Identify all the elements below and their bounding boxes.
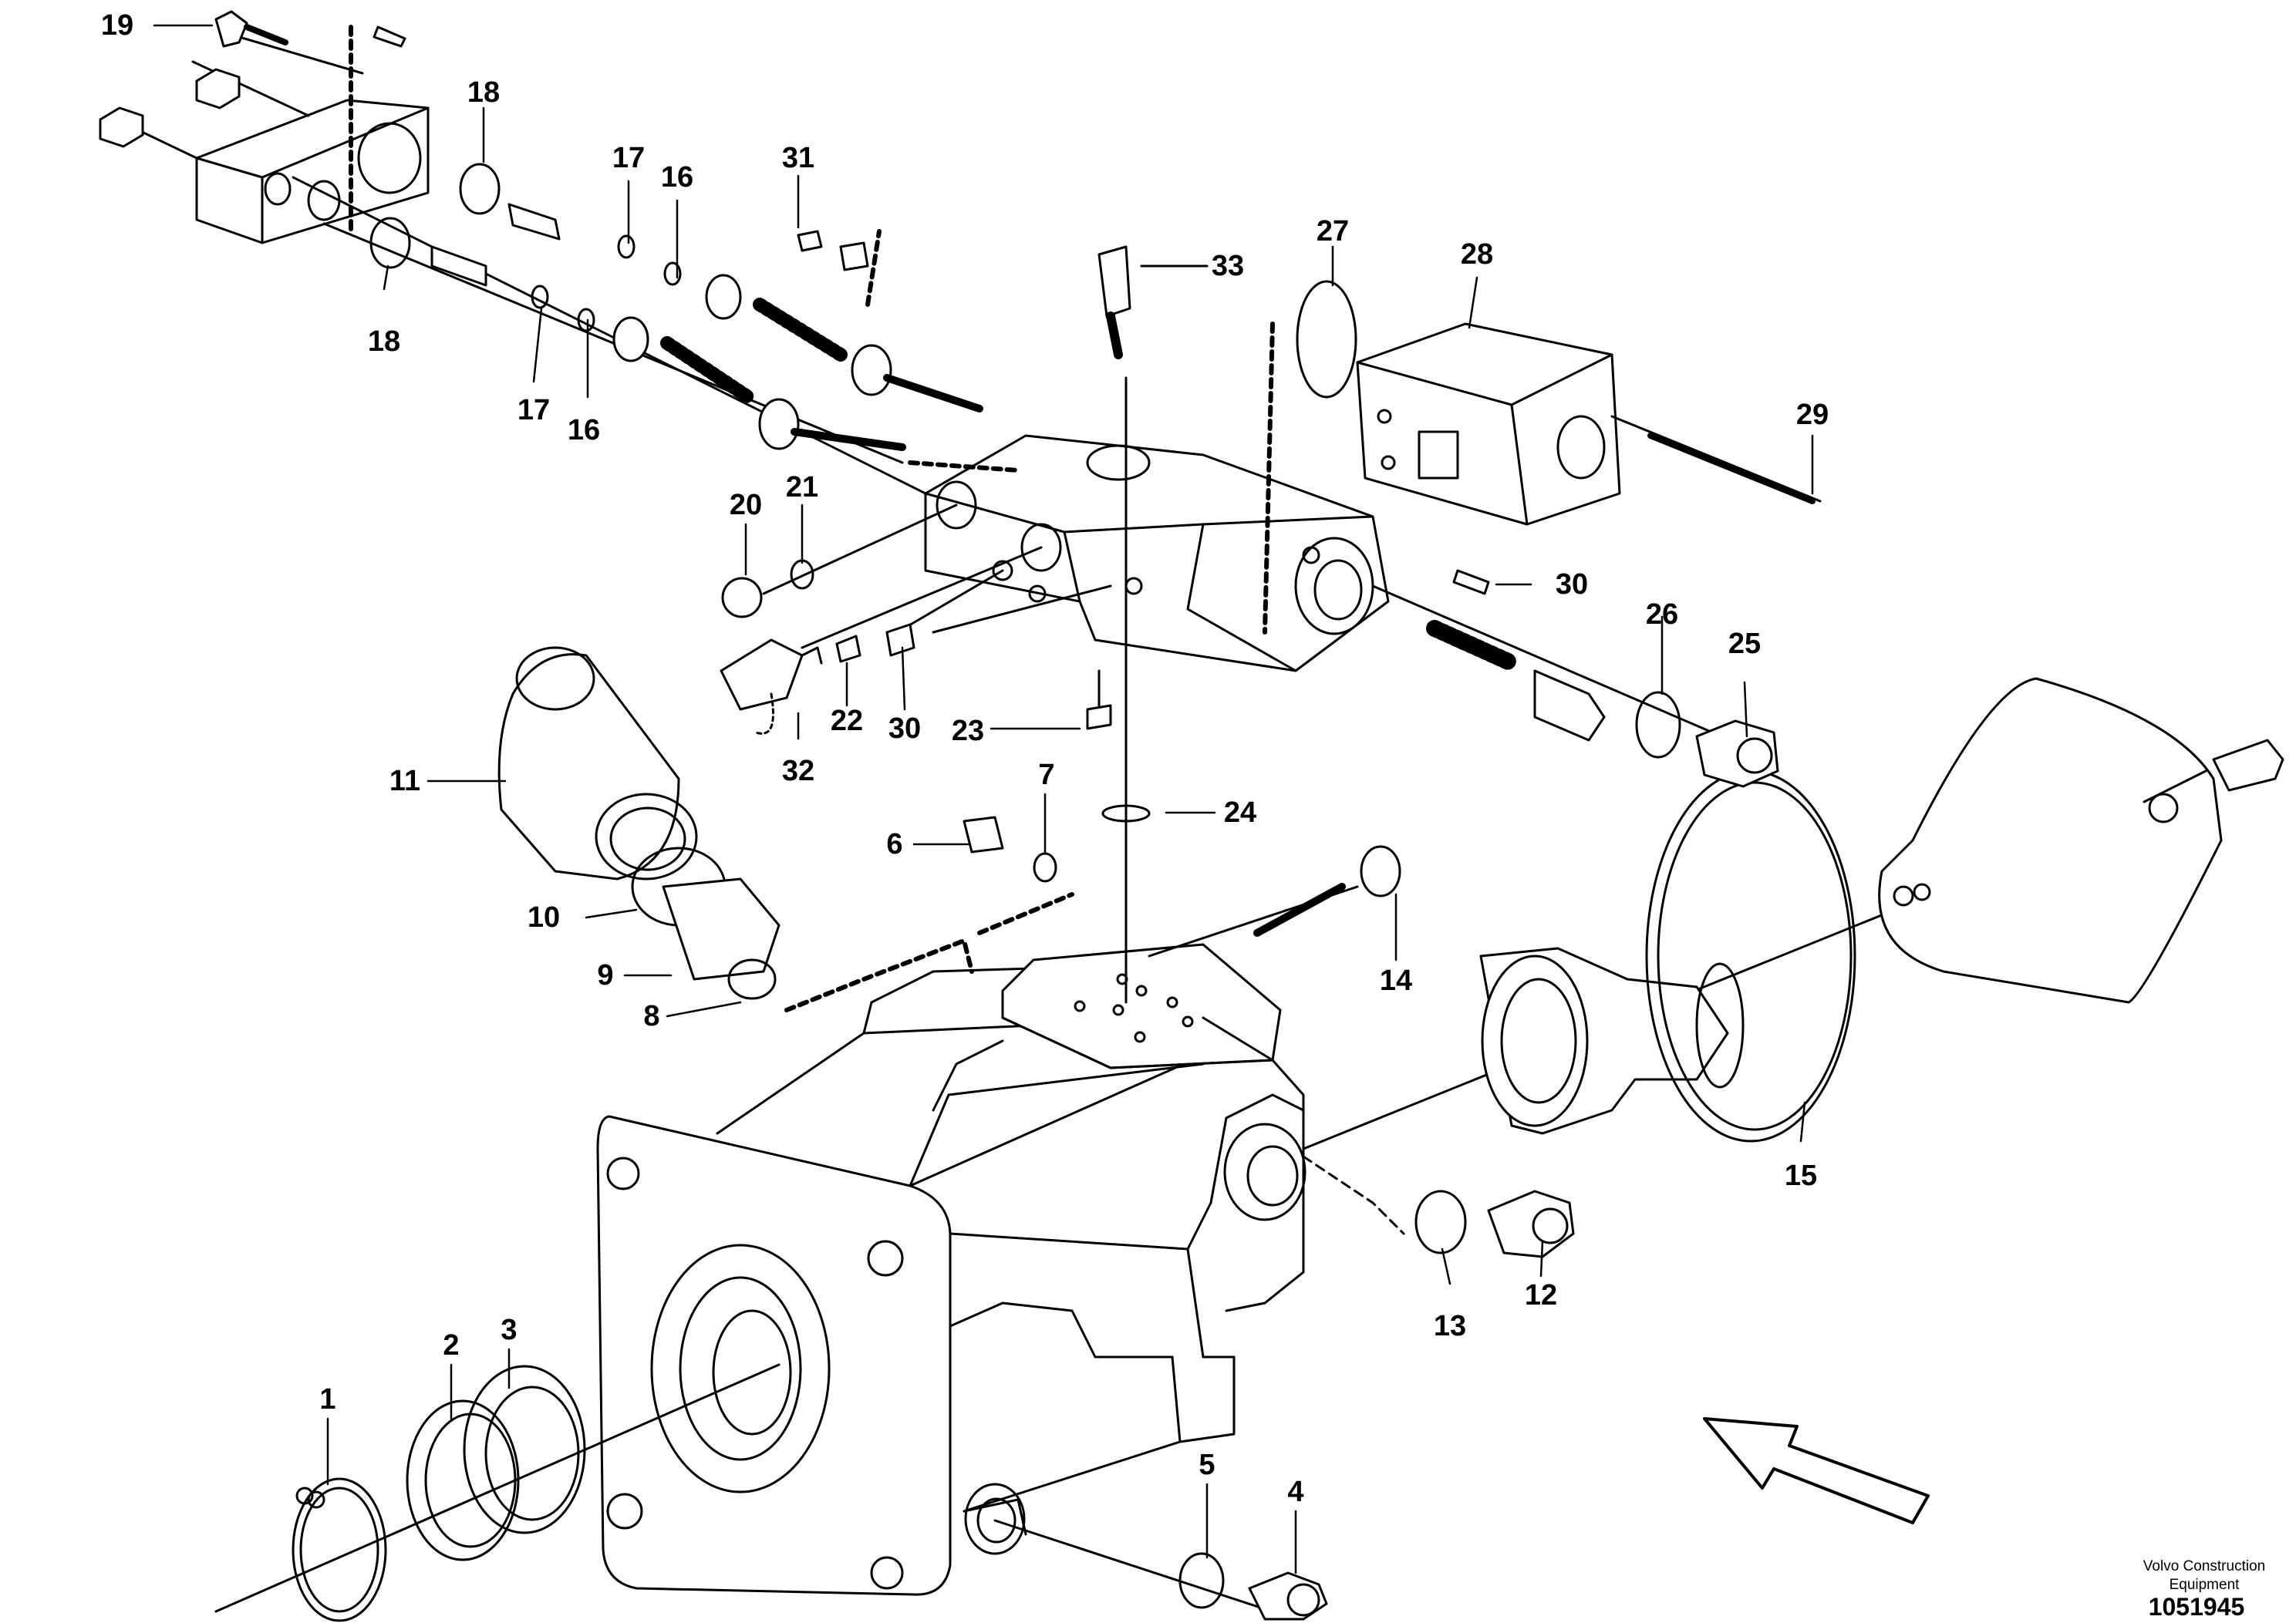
- callout-14: 14: [1379, 965, 1413, 997]
- callout-6: 6: [886, 828, 903, 860]
- callout-33: 33: [1211, 250, 1245, 282]
- callout-16-top: 16: [660, 161, 694, 194]
- callout-13: 13: [1433, 1310, 1467, 1342]
- callout-30-left: 30: [888, 712, 922, 745]
- screw-33: [1097, 245, 1209, 359]
- screw-14: [1148, 845, 1401, 958]
- callout-18-top: 18: [467, 76, 501, 109]
- valve-spools: [292, 163, 1020, 495]
- control-valve-block: [924, 376, 1390, 1004]
- oring-24: [1101, 804, 1151, 823]
- callout-26: 26: [1645, 598, 1679, 631]
- callout-27: 27: [1316, 215, 1350, 247]
- solenoid-group: [1263, 280, 1822, 635]
- shaft-coupling-group: [1302, 677, 2284, 1150]
- callout-10: 10: [527, 901, 561, 934]
- callout-21: 21: [785, 471, 819, 503]
- callout-20: 20: [729, 489, 763, 521]
- publisher-label: Volvo Construction Equipment: [2127, 1557, 2281, 1594]
- callout-17-bottom: 17: [517, 394, 551, 426]
- callout-3: 3: [501, 1314, 518, 1346]
- callout-32: 32: [781, 755, 815, 787]
- callout-22: 22: [830, 705, 864, 737]
- publisher-line-1: Volvo Construction: [2143, 1558, 2266, 1574]
- callout-16-bottom: 16: [567, 414, 601, 446]
- shaft-seal-group: [214, 1363, 781, 1622]
- publisher-line-2: Equipment: [2169, 1577, 2240, 1593]
- callout-30-right: 30: [1555, 568, 1589, 601]
- callout-25: 25: [1728, 628, 1762, 660]
- callout-11: 11: [389, 765, 421, 797]
- callout-17-top: 17: [612, 142, 646, 174]
- callout-23: 23: [951, 715, 985, 747]
- direction-arrow: [1703, 1417, 1930, 1524]
- callout-1: 1: [319, 1383, 336, 1416]
- callout-18-bottom: 18: [367, 325, 401, 358]
- callout-28: 28: [1460, 238, 1494, 271]
- callout-31: 31: [781, 142, 815, 174]
- bottom-plug-group: [993, 1519, 1328, 1621]
- leader-lines: [153, 24, 1814, 1574]
- small-plugs: [720, 230, 1490, 735]
- callout-12: 12: [1524, 1279, 1558, 1312]
- callout-19: 19: [100, 9, 134, 42]
- callout-7: 7: [1038, 759, 1055, 791]
- compensator-group: [497, 646, 1074, 1012]
- callout-15: 15: [1784, 1160, 1818, 1192]
- relief-block: [99, 10, 430, 244]
- cartridge-group: [1371, 584, 1779, 788]
- side-plug-group: [1302, 1155, 1575, 1258]
- callout-8: 8: [643, 1000, 660, 1032]
- callout-2: 2: [443, 1329, 460, 1362]
- callout-29: 29: [1795, 399, 1829, 431]
- callout-9: 9: [597, 959, 614, 992]
- callout-24: 24: [1223, 796, 1257, 829]
- pump-housing: [596, 943, 1306, 1596]
- drawing-number: 1051945: [2148, 1593, 2245, 1621]
- callout-5: 5: [1199, 1449, 1215, 1481]
- callout-4: 4: [1287, 1476, 1304, 1508]
